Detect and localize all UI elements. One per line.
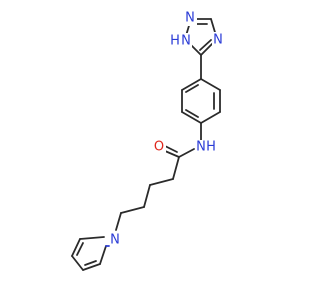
bond-pyr-double-b: [76, 242, 84, 256]
amide-h-label: H: [206, 140, 216, 155]
bond-pyr-3: [71, 255, 84, 271]
carbonyl-o-label: O: [154, 140, 164, 155]
bond-ph-double-b: [185, 109, 199, 118]
bond-chain-3: [143, 184, 151, 208]
bond-pyr-1: [99, 245, 107, 265]
triazole-h-label: H: [170, 34, 180, 49]
bond-ph-3: [200, 111, 221, 124]
bond-ph-4: [181, 111, 202, 124]
amide-n-label: N: [196, 140, 206, 155]
bond-n-carbonyl: [178, 148, 195, 158]
bond-pyr-double-a: [84, 260, 97, 266]
bond-c-o-2: [164, 145, 178, 153]
bond-pyr-4: [71, 238, 81, 257]
bond-chain-5: [115, 212, 122, 231]
bond-ph-6: [181, 78, 202, 91]
label-bg-pyrrole-n: [108, 232, 122, 247]
pyrrole-n-label: N: [110, 233, 120, 248]
bond-c-o-1: [164, 150, 180, 158]
bond-ph-double-c: [185, 84, 199, 93]
phenyl-ring: [181, 78, 221, 124]
bond-chain-4: [120, 206, 145, 214]
triazole-n1-label: N: [185, 11, 195, 26]
label-bg-o: [152, 140, 166, 155]
triazole-n2-label: N: [213, 33, 223, 48]
label-bg-n1: [184, 11, 197, 26]
bond-pyr-2: [82, 263, 101, 271]
molecule-structure: N N H N N H O N: [71, 10, 225, 271]
bond-chain-1: [172, 156, 180, 180]
triazole-nh-label: N: [181, 34, 191, 49]
bond-ph-1: [200, 78, 221, 91]
atom-labels: N N H N N H O N: [108, 11, 225, 248]
label-bg-amide-n: [195, 140, 217, 155]
structure-canvas: N N H N N H O N: [71, 10, 225, 271]
bond-chain-2: [149, 178, 174, 186]
label-bg-n4: [212, 32, 225, 47]
bond-pyr-5: [79, 236, 105, 240]
bond-n4-c5-double: [199, 39, 212, 51]
label-bg-nh: [172, 33, 192, 48]
pyrrole-ring: [71, 236, 107, 271]
alkyl-chain: [115, 156, 180, 231]
